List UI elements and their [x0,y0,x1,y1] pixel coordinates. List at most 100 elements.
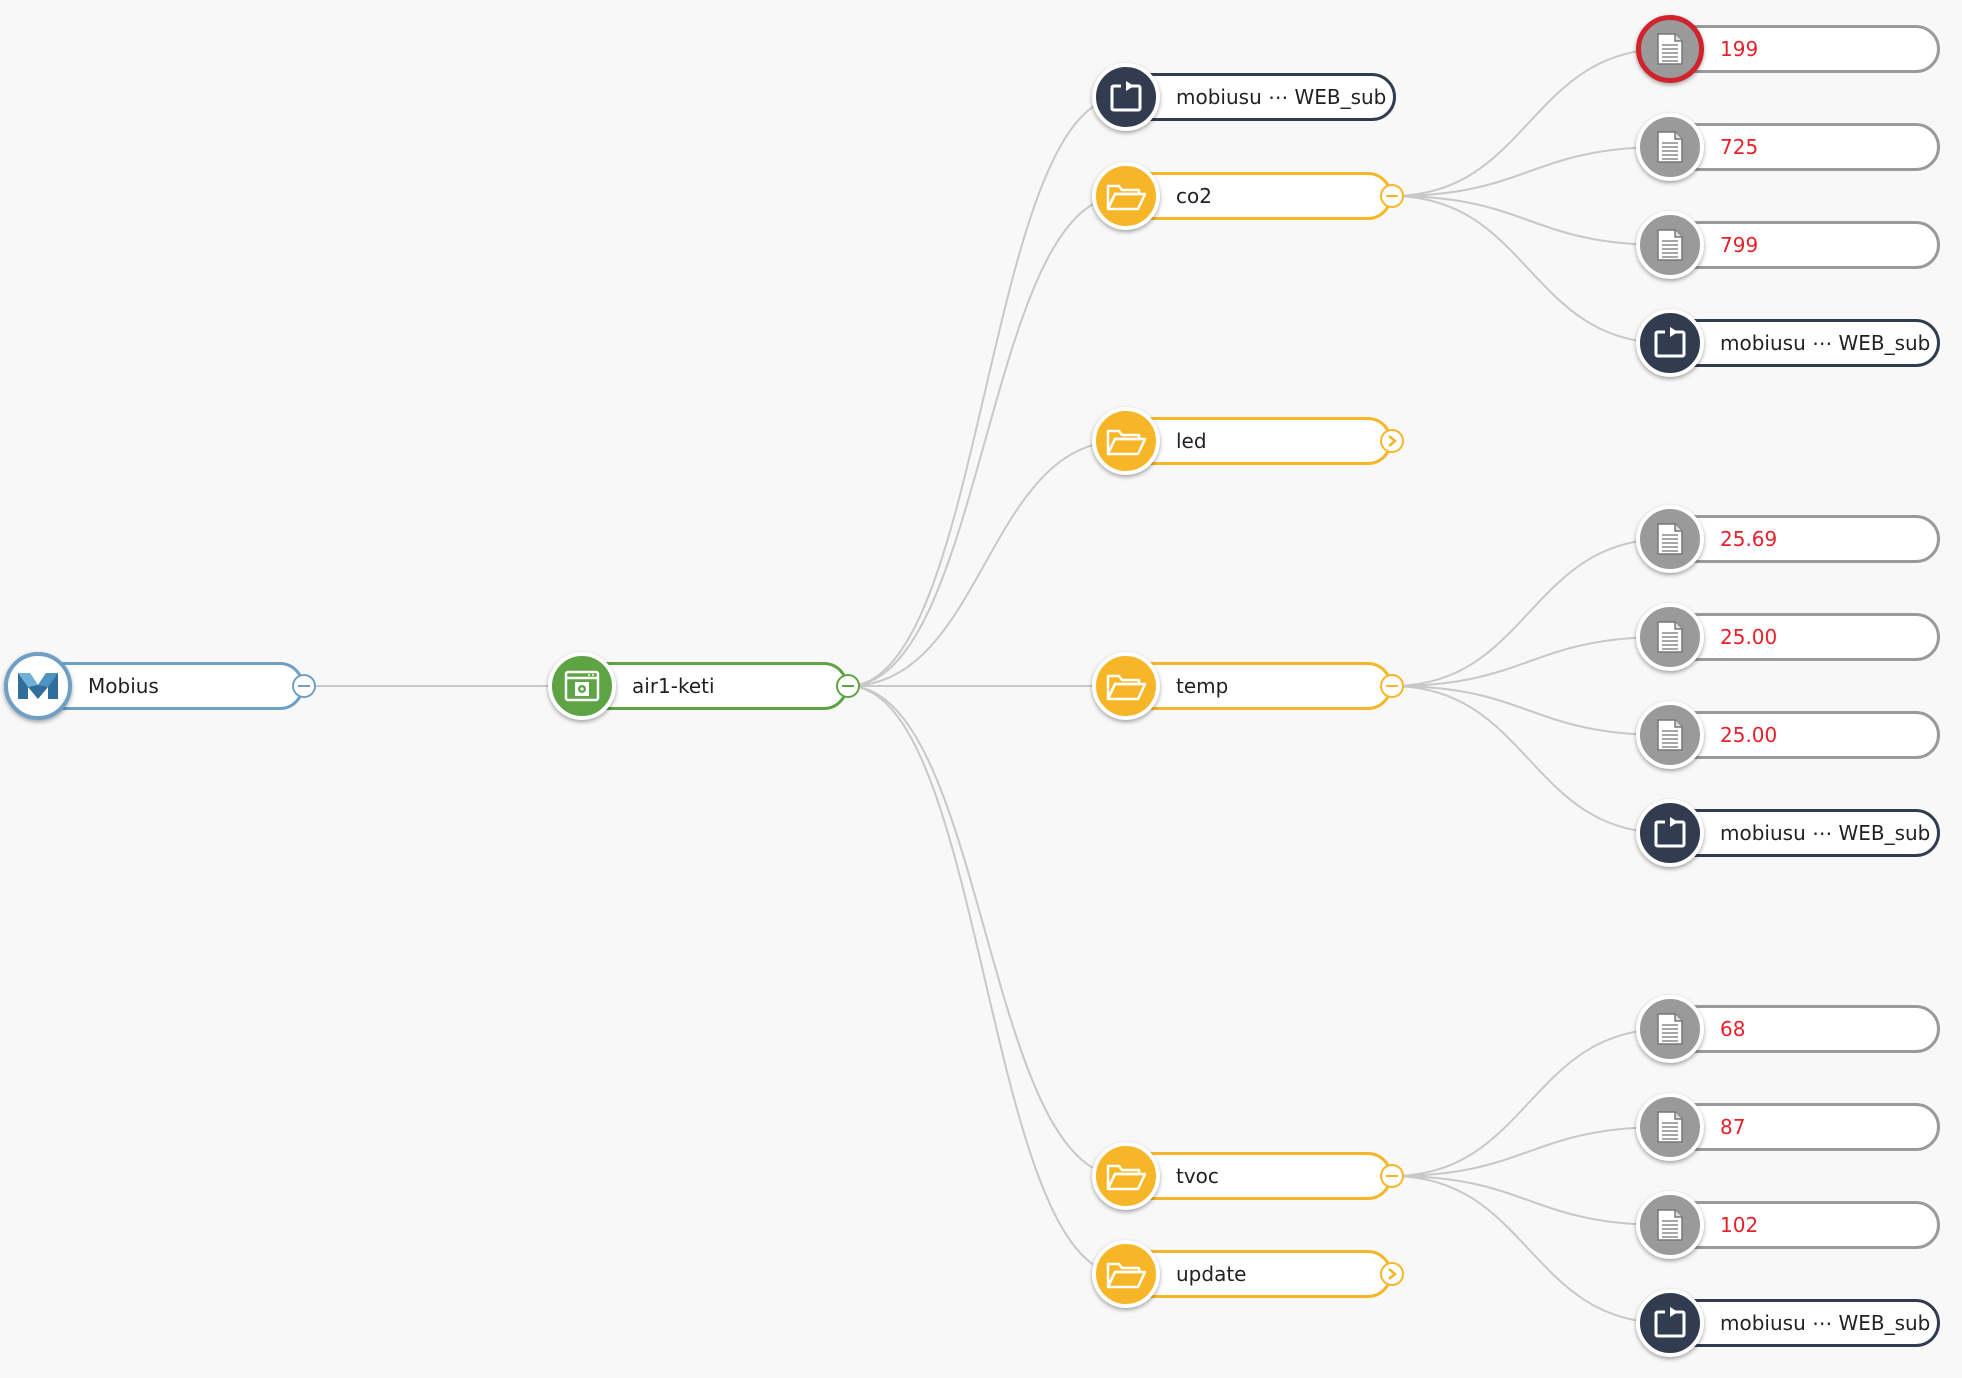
tree-link [1391,538,1667,687]
tree-link [847,440,1123,687]
node-pill [1660,809,1940,857]
document-icon[interactable] [1636,995,1704,1063]
node-label: mobiusu ⋯ WEB_sub [1720,331,1931,355]
container-node-co2[interactable]: co2 [1092,162,1404,230]
document-icon[interactable] [1636,603,1704,671]
node-label: tvoc [1176,1164,1219,1188]
refresh-icon[interactable] [1636,1289,1704,1357]
tree-link [847,195,1123,687]
expand-chevron-icon[interactable] [1380,1262,1404,1286]
node-pill [572,662,848,710]
tree-link [1391,195,1667,246]
node-label: co2 [1176,184,1212,208]
refresh-icon[interactable] [1636,799,1704,867]
document-icon[interactable] [1636,1093,1704,1161]
node-label: update [1176,1262,1247,1286]
node-pill [1116,1250,1392,1298]
subscription-node-mobiusu-web-sub[interactable]: mobiusu ⋯ WEB_sub [1636,309,1940,377]
node-label: 199 [1720,37,1759,61]
node-pill [1660,123,1940,171]
document-icon[interactable] [1636,701,1704,769]
content-instance-node-68[interactable]: 68 [1636,995,1940,1063]
node-pill [1660,221,1940,269]
collapse-icon[interactable] [836,674,860,698]
tree-link [1391,636,1667,687]
mobius-logo-icon[interactable] [4,652,72,720]
collapse-icon[interactable] [1380,674,1404,698]
cse-node-mobius[interactable]: Mobius [4,652,316,720]
node-pill [1660,1103,1940,1151]
container-node-temp[interactable]: temp [1092,652,1404,720]
tree-link [1391,1175,1667,1226]
node-pill [1116,417,1392,465]
document-icon[interactable] [1636,1191,1704,1259]
folder-icon[interactable] [1092,1142,1160,1210]
folder-icon[interactable] [1092,162,1160,230]
tree-link [1391,195,1667,344]
tree-link [847,685,1123,1275]
tree-link [1391,685,1667,736]
node-pill [28,662,304,710]
subscription-node-mobiusu-web-sub[interactable]: mobiusu ⋯ WEB_sub [1636,1289,1940,1357]
tree-link [1391,146,1667,197]
node-pill [1660,25,1940,73]
content-instance-node-25-69[interactable]: 25.69 [1636,505,1940,573]
node-pill [1660,1299,1940,1347]
node-label: 25.00 [1720,625,1778,649]
subscription-node-mobiusu-web-sub[interactable]: mobiusu ⋯ WEB_sub [1636,799,1940,867]
node-label: 25.69 [1720,527,1778,551]
content-instance-node-725[interactable]: 725 [1636,113,1940,181]
node-label: air1-keti [632,674,715,698]
content-instance-node-799[interactable]: 799 [1636,211,1940,279]
tree-link [1391,1175,1667,1324]
collapse-icon[interactable] [1380,1164,1404,1188]
refresh-icon[interactable] [1092,63,1160,131]
collapse-icon[interactable] [292,674,316,698]
ae-node-air1-keti[interactable]: air1-keti [548,652,860,720]
node-label: temp [1176,674,1229,698]
document-icon[interactable] [1636,15,1704,83]
node-pill [1660,515,1940,563]
node-pill [1660,711,1940,759]
node-pill [1116,662,1392,710]
tree-link [847,96,1123,687]
tree-link [1391,48,1667,197]
document-icon[interactable] [1636,211,1704,279]
document-icon[interactable] [1636,113,1704,181]
application-gear-icon[interactable] [548,652,616,720]
node-label: 68 [1720,1017,1746,1041]
refresh-icon[interactable] [1636,309,1704,377]
node-label: 25.00 [1720,723,1778,747]
content-instance-node-87[interactable]: 87 [1636,1093,1940,1161]
node-pill [1660,319,1940,367]
container-node-update[interactable]: update [1092,1240,1404,1308]
tree-link [847,685,1123,1177]
node-label: 725 [1720,135,1759,159]
subscription-node-mobiusu-web-sub[interactable]: mobiusu ⋯ WEB_sub [1092,63,1396,131]
container-node-led[interactable]: led [1092,407,1404,475]
content-instance-node-102[interactable]: 102 [1636,1191,1940,1259]
content-instance-node-199[interactable]: 199 [1636,15,1940,83]
folder-icon[interactable] [1092,652,1160,720]
container-node-tvoc[interactable]: tvoc [1092,1142,1404,1210]
folder-icon[interactable] [1092,1240,1160,1308]
tree-link [1391,1126,1667,1177]
node-pill [1116,172,1392,220]
expand-chevron-icon[interactable] [1380,429,1404,453]
node-label: Mobius [88,674,159,698]
node-label: 799 [1720,233,1759,257]
node-label: mobiusu ⋯ WEB_sub [1720,821,1931,845]
collapse-icon[interactable] [1380,184,1404,208]
node-label: mobiusu ⋯ WEB_sub [1176,85,1387,109]
content-instance-node-25-00[interactable]: 25.00 [1636,701,1940,769]
document-icon[interactable] [1636,505,1704,573]
folder-icon[interactable] [1092,407,1160,475]
tree-link [1391,685,1667,834]
node-pill [1660,613,1940,661]
content-instance-node-25-00[interactable]: 25.00 [1636,603,1940,671]
node-label: led [1176,429,1207,453]
tree-link [1391,1028,1667,1177]
node-label: 102 [1720,1213,1759,1237]
node-pill [1660,1201,1940,1249]
